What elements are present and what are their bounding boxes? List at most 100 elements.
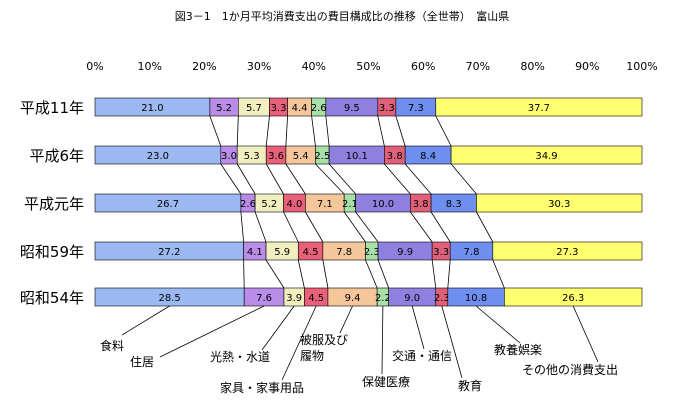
segment-value-label: 26.7 [157,199,179,210]
connector-line [265,163,284,195]
segment-value-label: 5.3 [244,151,260,162]
x-tick-label: 60% [411,60,435,73]
segment-value-label: 5.4 [293,151,309,162]
segment-value-label: 27.3 [556,247,578,258]
x-tick-label: 20% [192,60,216,73]
segment-value-label: 7.3 [408,103,424,114]
connector-line [328,163,356,195]
connector-line [297,259,305,289]
connector-line [243,259,245,289]
connector-line [315,163,345,195]
segment-value-label: 9.5 [344,103,360,114]
connector-line [265,259,285,289]
connector-line [325,115,330,147]
segment-value-label: 9.4 [345,293,361,304]
segment-value-label: 5.2 [261,199,277,210]
category-label: 平成元年 [24,195,84,213]
bar-segment [450,145,643,165]
segment-value-label: 10.0 [372,199,394,210]
segment-value-label: 2.6 [311,103,327,114]
category-label: 昭和59年 [20,243,84,261]
segment-value-label: 2.5 [314,151,330,162]
callout-leader [159,305,265,358]
segment-value-label: 10.8 [465,293,487,304]
connector-line [343,211,366,243]
callout: 光熱・水道 [210,305,295,364]
callout: 教育 [441,305,482,393]
connector-line [220,163,242,195]
callout-leader [381,305,384,375]
segment-value-label: 2.2 [375,293,391,304]
connector-line [395,115,406,147]
segment-value-label: 10.1 [346,151,368,162]
segment-value-label: 2.3 [364,247,380,258]
segment-value-label: 26.3 [562,293,584,304]
callout: 保健医療 [362,305,410,389]
connector-line [377,259,390,289]
connector-line [254,211,267,243]
segment-value-label: 37.7 [528,103,550,114]
segment-value-label: 7.8 [464,247,480,258]
callout: 食料 [100,305,170,353]
callout-leader [261,305,295,351]
connector-line [377,115,385,147]
callout-leader [475,305,521,344]
callout-label: 光熱・水道 [210,350,270,364]
x-tick-label: 40% [302,60,326,73]
connector-line [430,211,451,243]
segment-value-label: 28.5 [158,293,180,304]
callout-leader [411,305,425,350]
connector-line [384,163,411,195]
callout-label: 履物 [300,349,324,363]
chart-title: 図3－1 1か月平均消費支出の費目構成比の推移（全世帯） 富山県 [175,9,510,23]
segment-value-label: 23.0 [147,151,169,162]
segment-value-label: 5.2 [216,103,232,114]
connector-line [285,115,288,147]
x-tick-label: 100% [626,60,657,73]
callout-leader [441,305,463,379]
connector-line [365,259,378,289]
segment-value-label: 4.1 [247,247,263,258]
callout-label: 被服及び [300,333,348,347]
connector-line [435,115,452,147]
callouts: 食料住居光熱・水道家具・家事用品被服及び履物保健医療交通・通信教育教養娯楽その他… [100,305,618,395]
connector-line [236,115,239,147]
segment-value-label: 3.3 [271,103,287,114]
connector-line [476,211,494,243]
category-label: 昭和54年 [20,289,84,307]
x-axis-ticks: 0%10%20%30%40%50%60%70%80%90%100% [86,60,657,73]
callout-label: 教育 [458,378,482,393]
segment-value-label: 2.3 [434,293,450,304]
callout-leader [572,305,599,363]
x-tick-label: 50% [356,60,380,73]
callout-label: 保健医療 [362,375,410,389]
callout-label: 家具・家事用品 [220,380,304,395]
segment-value-label: 8.3 [446,199,462,210]
segment-value-label: 8.4 [420,151,436,162]
callout-label: 住居 [130,355,154,369]
segment-value-label: 3.0 [221,151,237,162]
segment-value-label: 3.9 [286,293,302,304]
segment-value-label: 2.6 [240,199,256,210]
category-label: 平成11年 [20,99,84,117]
connector-line [285,163,306,195]
callout-label: 食料 [100,338,124,353]
connector-line [409,211,433,243]
segment-value-label: 21.0 [141,103,163,114]
x-tick-label: 30% [247,60,271,73]
connector-line [492,259,505,289]
connector-line [447,259,451,289]
segment-value-label: 7.1 [317,199,333,210]
segment-value-label: 5.9 [274,247,290,258]
connector-line [236,163,256,195]
connector-line [450,163,477,195]
connector-line [240,211,245,243]
segment-value-label: 4.5 [303,247,319,258]
callout-leader [339,305,353,334]
segment-value-label: 27.2 [158,247,180,258]
connector-line [355,211,379,243]
segment-value-label: 3.3 [433,247,449,258]
